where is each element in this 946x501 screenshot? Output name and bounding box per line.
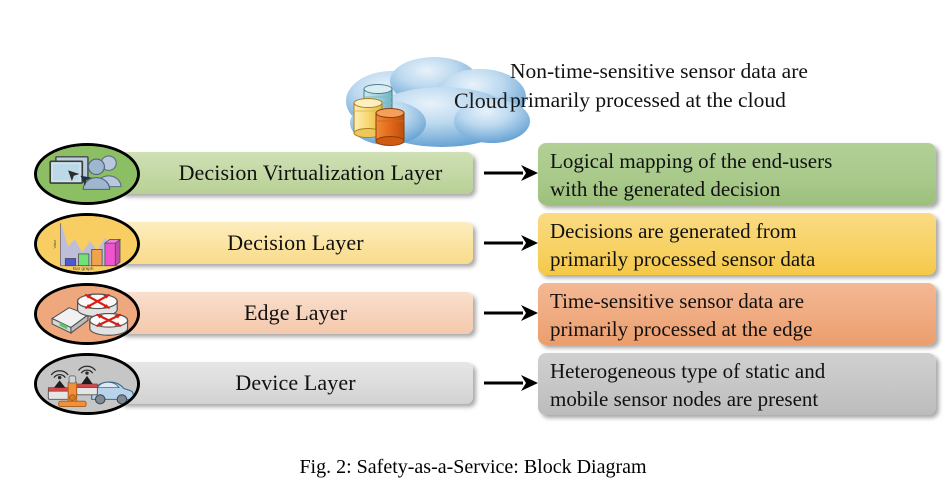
arrow-right-icon (483, 372, 539, 394)
layer-label: Edge Layer (244, 300, 347, 325)
layer-row-decision: Decision Layer Bar graph (0, 213, 946, 283)
layer-bar-decision[interactable]: Decision Layer (118, 222, 473, 264)
layer-bar-decision-virtualization[interactable]: Decision Virtualization Layer (118, 152, 473, 194)
callout-decision-virtualization[interactable]: Logical mapping of the end-users with th… (538, 143, 936, 205)
callout-line1: Time-sensitive sensor data are (550, 289, 805, 313)
cloud-note-line2: primarily processed at the cloud (510, 87, 786, 112)
callout-line2: primarily processed at the edge (550, 316, 813, 341)
bar-graph-icon: Bar graph Value (34, 213, 140, 275)
callout-line1: Decisions are generated from (550, 219, 797, 243)
callout-line1: Logical mapping of the end-users (550, 149, 833, 173)
callout-line2: mobile sensor nodes are present (550, 386, 819, 411)
svg-text:Value: Value (53, 240, 57, 249)
figure-caption: Fig. 2: Safety-as-a-Service: Block Diagr… (299, 456, 647, 478)
arrow-right-icon (483, 232, 539, 254)
layer-label: Device Layer (235, 370, 356, 395)
virtual-desktop-users-icon (34, 143, 140, 205)
wireless-sensor-vehicle-icon (34, 353, 140, 415)
cloud-graphic: Cloud (330, 55, 550, 155)
layer-label: Decision Virtualization Layer (178, 160, 443, 185)
callout-device[interactable]: Heterogeneous type of static and mobile … (538, 353, 936, 415)
callout-decision[interactable]: Decisions are generated from primarily p… (538, 213, 936, 275)
cloud-note: Non-time-sensitive sensor data are prima… (510, 57, 930, 114)
layer-row-decision-virtualization: Decision Virtualization Layer (0, 143, 946, 213)
layer-row-edge: Edge Layer (0, 283, 946, 353)
arrow-right-icon (483, 302, 539, 324)
callout-line2: primarily processed sensor data (550, 246, 816, 271)
layer-bar-device[interactable]: Device Layer (118, 362, 473, 404)
layer-label: Decision Layer (227, 230, 364, 255)
cloud-label: Cloud (454, 88, 508, 113)
callout-line2: with the generated decision (550, 176, 781, 201)
layer-bar-edge[interactable]: Edge Layer (118, 292, 473, 334)
database-cylinders-icon (353, 84, 405, 146)
arrow-right-icon (483, 162, 539, 184)
routers-switch-icon (34, 283, 140, 345)
layer-row-device: Device Layer (0, 353, 946, 423)
callout-edge[interactable]: Time-sensitive sensor data are primarily… (538, 283, 936, 345)
callout-line1: Heterogeneous type of static and (550, 359, 826, 383)
cloud-shape-icon (346, 57, 530, 147)
svg-text:Bar graph: Bar graph (73, 266, 94, 271)
cloud-note-line1: Non-time-sensitive sensor data are (510, 59, 808, 83)
